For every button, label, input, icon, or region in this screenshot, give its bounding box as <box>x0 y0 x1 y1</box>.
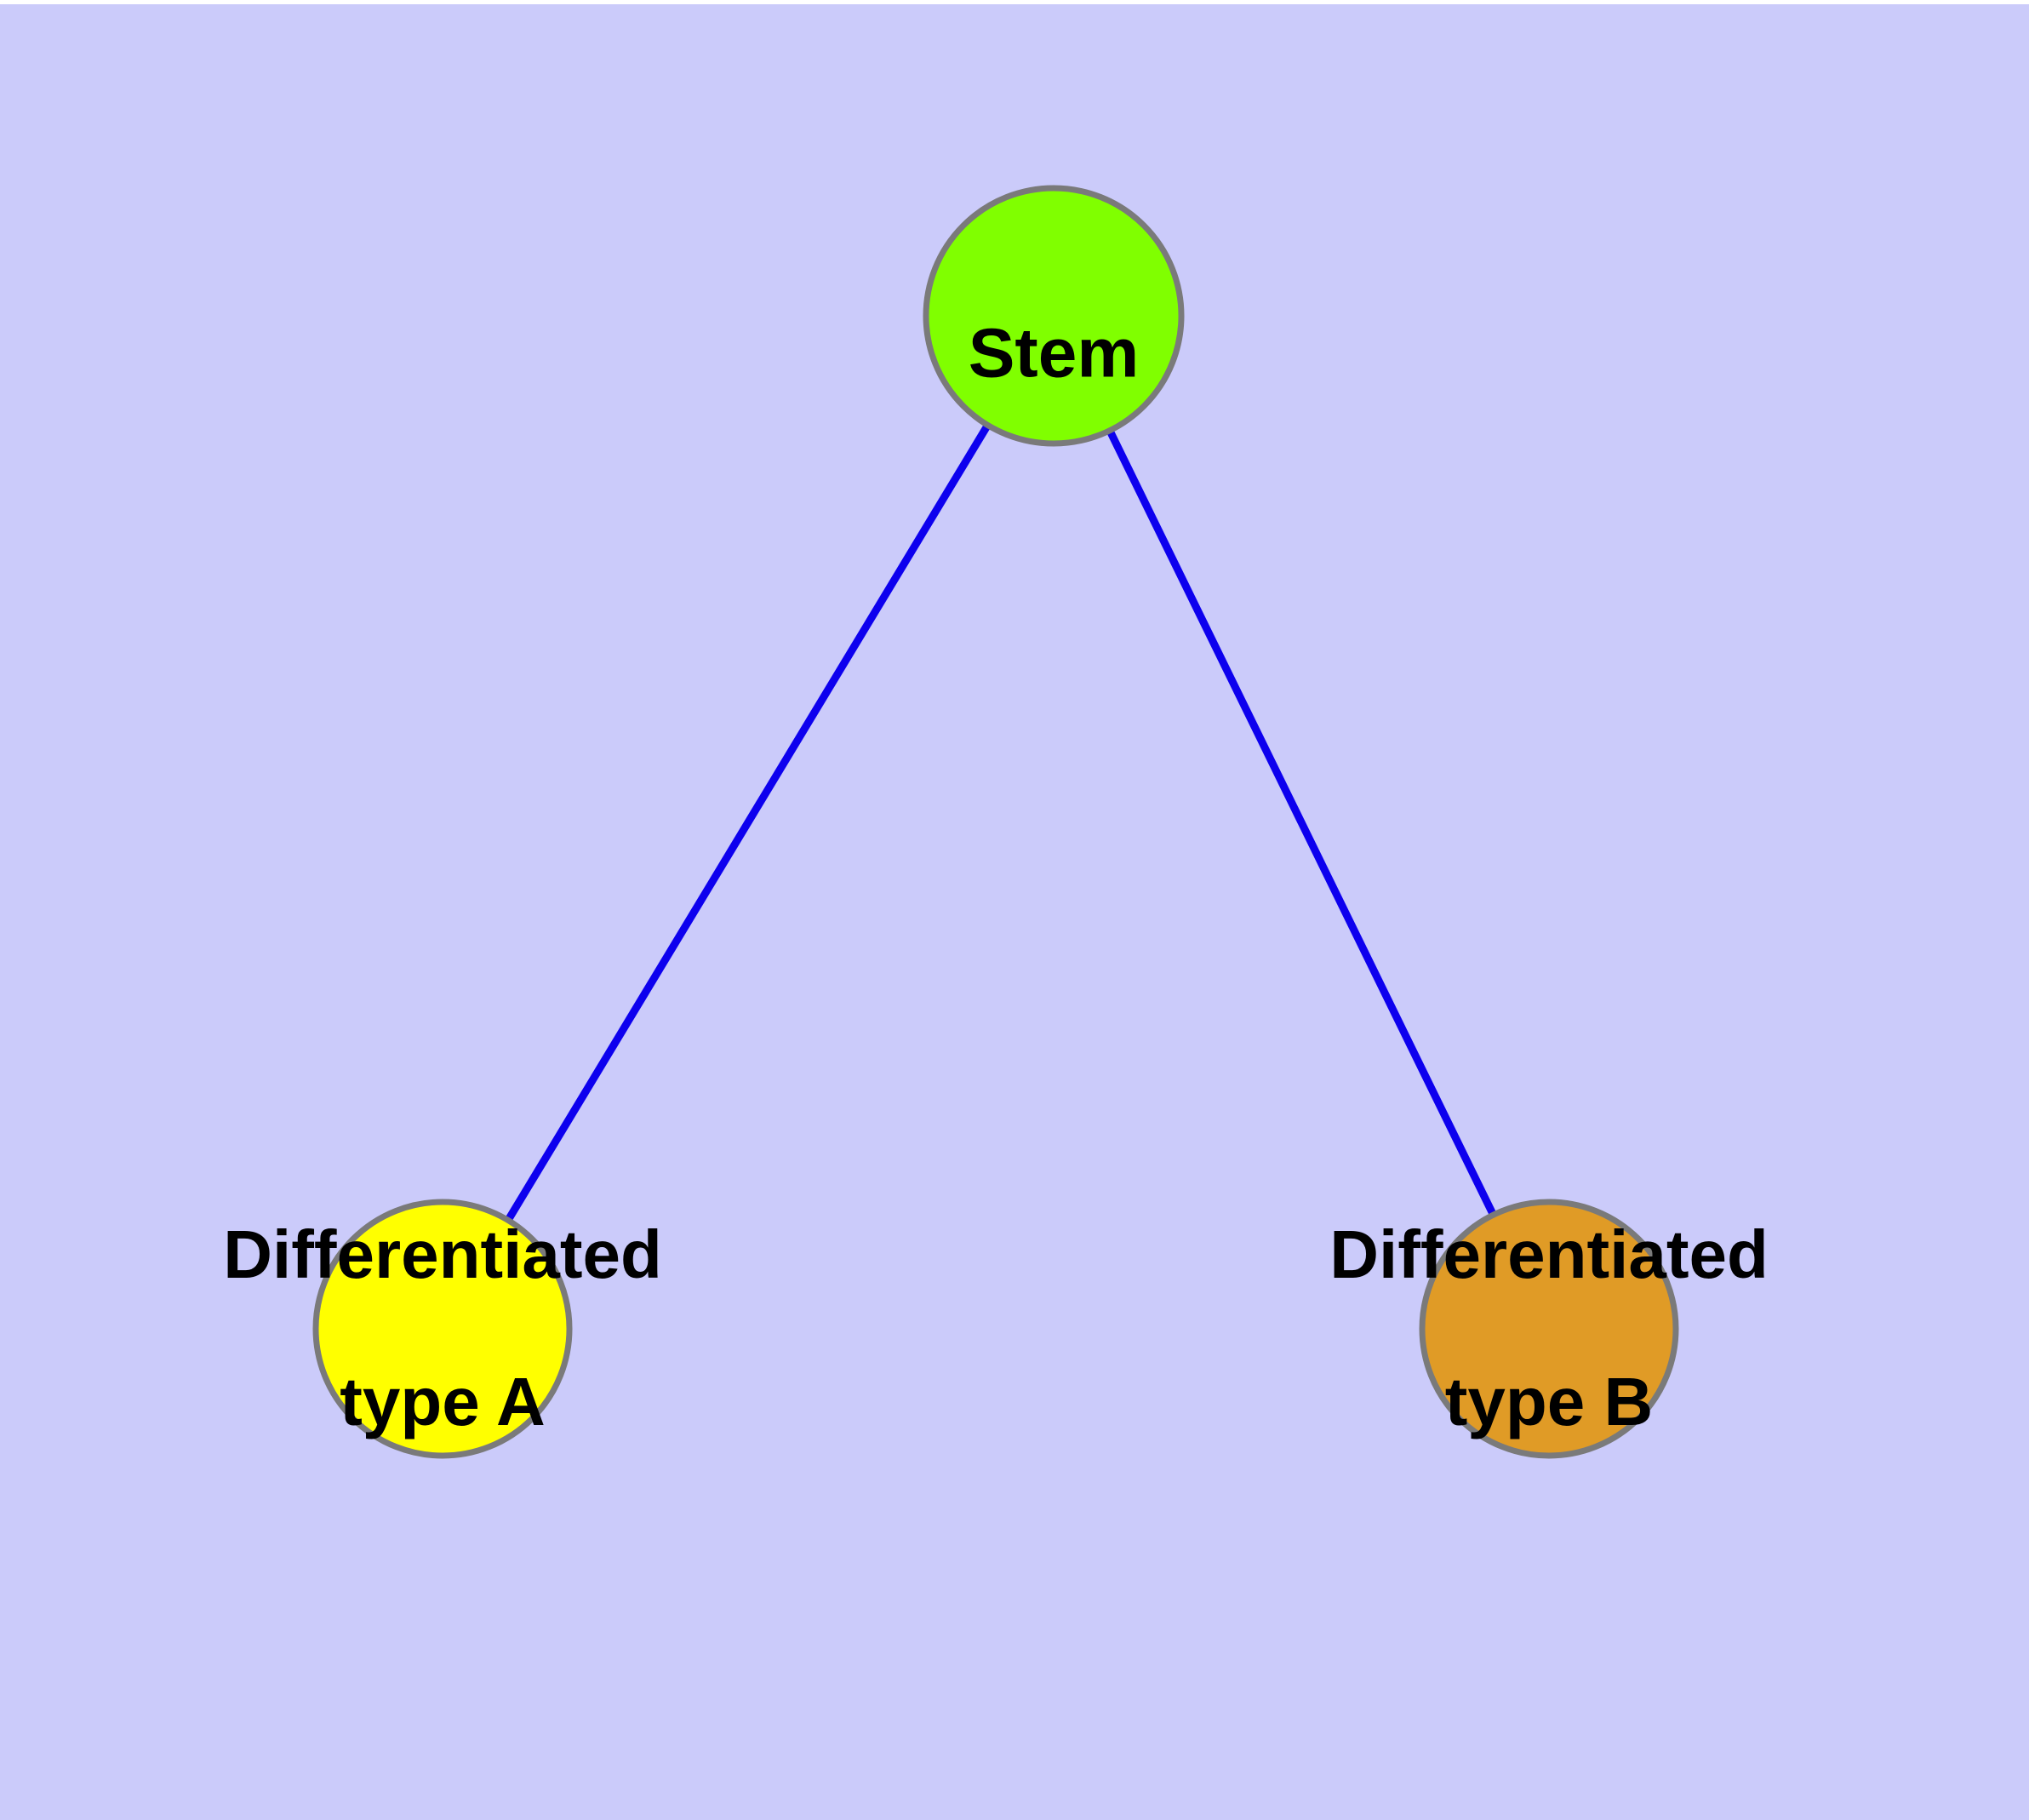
node-layer <box>312 185 1679 1459</box>
node-differentiated-type-b[interactable] <box>1419 1199 1679 1459</box>
edge-layer <box>504 421 1498 1224</box>
node-stem[interactable] <box>923 185 1185 447</box>
edge-stem-to-differentiated-a[interactable] <box>504 421 992 1224</box>
edge-stem-to-differentiated-b[interactable] <box>1105 426 1498 1218</box>
node-differentiated-type-a[interactable] <box>312 1199 573 1459</box>
